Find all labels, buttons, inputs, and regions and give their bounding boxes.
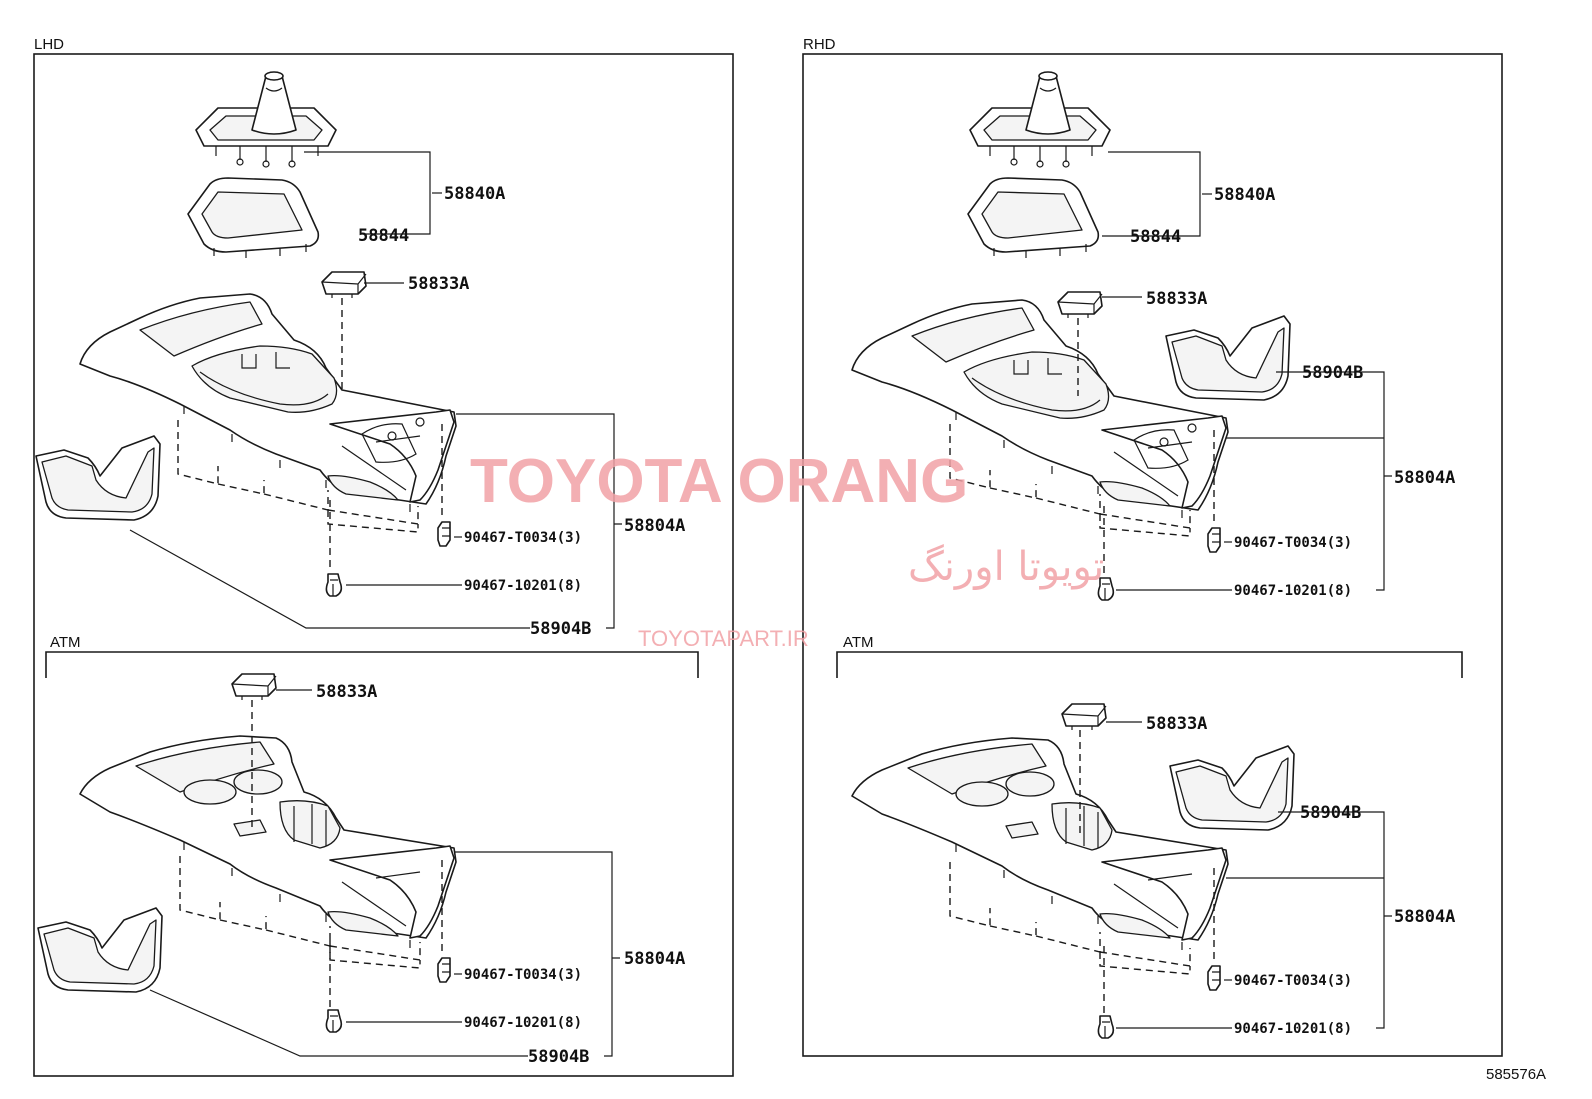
rhd-atm-label-clip-a: 90467-T0034(3) <box>1234 973 1352 989</box>
rhd-atm-label-clip-b: 90467-10201(8) <box>1234 1021 1352 1037</box>
rhd-tray-part <box>1165 315 1291 401</box>
bezel-part <box>187 177 320 259</box>
rhd-atm-group: ATM 58833A 58904B 58804A 90467-T0034(3) … <box>836 634 1463 1039</box>
rhd-label-console: 58804A <box>1394 468 1455 488</box>
lhd-panel: LHD 58840A 58844 58833A 5 <box>33 36 734 1077</box>
atm-clip-a-part <box>437 957 451 983</box>
atm-label-clip-b: 90467-10201(8) <box>464 1015 582 1031</box>
atm-label-clip-a: 90467-T0034(3) <box>464 967 582 983</box>
rhd-title: RHD <box>803 36 836 53</box>
tray-part <box>35 435 161 521</box>
label-tray: 58904B <box>530 619 591 639</box>
rhd-label-boot-assembly: 58840A <box>1214 185 1275 205</box>
label-console: 58804A <box>624 516 685 536</box>
rhd-panel: RHD 58840A 58844 58833A 58904B <box>802 36 1503 1057</box>
rhd-shift-boot-part <box>969 71 1111 168</box>
rhd-atm-clip-b-part <box>1097 1015 1115 1039</box>
rhd-atm-plug-part <box>1061 703 1107 731</box>
shift-boot-part <box>195 71 337 168</box>
plug-part <box>321 271 367 299</box>
lhd-atm-group: ATM 58833A 58804A 90467-T0034(3) 90467-1… <box>37 634 699 1067</box>
rhd-clip-a-part <box>1207 527 1221 553</box>
rhd-label-clip-a: 90467-T0034(3) <box>1234 535 1352 551</box>
rhd-atm-tray-part <box>1169 745 1295 831</box>
watermark: TOYOTA ORANG تویوتا اورنگ TOYOTAPART.IR <box>470 447 1104 651</box>
rhd-label-plug: 58833A <box>1146 289 1207 309</box>
clip-b-part <box>325 573 343 597</box>
watermark-line1: TOYOTA ORANG <box>470 447 968 516</box>
rhd-label-bezel: 58844 <box>1130 227 1181 247</box>
rhd-atm-title: ATM <box>843 634 874 651</box>
atm-label-plug: 58833A <box>316 682 377 702</box>
atm-label-tray: 58904B <box>528 1047 589 1067</box>
watermark-line3: TOYOTAPART.IR <box>638 626 809 651</box>
atm-clip-b-part <box>325 1009 343 1033</box>
label-boot-assembly: 58840A <box>444 184 505 204</box>
label-bezel: 58844 <box>358 226 409 246</box>
clip-a-part <box>437 521 451 547</box>
atm-plug-part <box>231 673 277 701</box>
rhd-atm-label-plug: 58833A <box>1146 714 1207 734</box>
lhd-upper-group: 58840A 58844 58833A 58804A 90467-T0034(3… <box>35 71 685 639</box>
lhd-frame <box>33 53 734 1077</box>
atm-label-console: 58804A <box>624 949 685 969</box>
lhd-title: LHD <box>34 36 64 53</box>
label-plug: 58833A <box>408 274 469 294</box>
rhd-atm-label-console: 58804A <box>1394 907 1455 927</box>
atm-tray-part <box>37 907 163 993</box>
rhd-frame <box>802 53 1503 1057</box>
watermark-line2: تویوتا اورنگ <box>908 544 1104 590</box>
rhd-label-tray: 58904B <box>1302 363 1363 383</box>
label-clip-a: 90467-T0034(3) <box>464 530 582 546</box>
rhd-label-clip-b: 90467-10201(8) <box>1234 583 1352 599</box>
rhd-plug-part <box>1057 291 1103 319</box>
label-clip-b: 90467-10201(8) <box>464 578 582 594</box>
rhd-upper-group: 58840A 58844 58833A 58904B 58804A 90467-… <box>851 71 1455 601</box>
rhd-bezel-part <box>967 177 1100 259</box>
rhd-atm-clip-a-part <box>1207 965 1221 991</box>
rhd-atm-label-tray: 58904B <box>1300 803 1361 823</box>
lhd-atm-title: ATM <box>50 634 81 651</box>
diagram-code: 585576A <box>1486 1066 1546 1083</box>
